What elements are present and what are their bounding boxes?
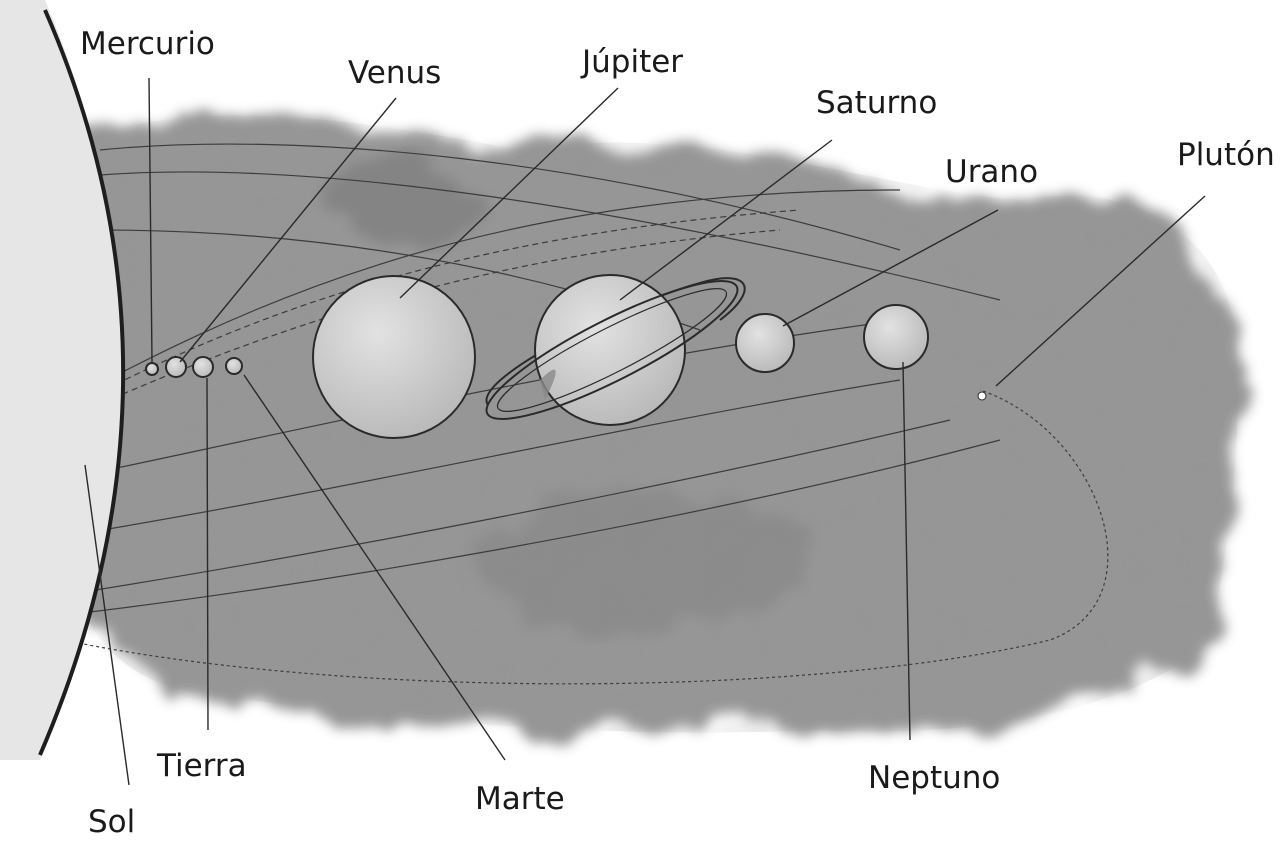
venus-planet <box>166 357 186 377</box>
uranus-planet <box>736 314 794 372</box>
space-background <box>60 115 1238 732</box>
label-uranus: Urano <box>945 154 1038 190</box>
pluto-planet <box>978 392 986 400</box>
label-saturn: Saturno <box>816 85 937 121</box>
label-earth: Tierra <box>156 748 247 784</box>
label-pluto: Plutón <box>1177 137 1275 173</box>
label-mars: Marte <box>475 781 565 817</box>
label-venus: Venus <box>348 55 441 91</box>
label-sun: Sol <box>88 804 135 840</box>
mercury-planet <box>146 363 158 375</box>
mars-planet <box>226 358 242 374</box>
label-jupiter: Júpiter <box>580 44 683 80</box>
label-neptune: Neptuno <box>868 760 1000 796</box>
label-mercury: Mercurio <box>80 26 215 62</box>
sun <box>0 0 123 760</box>
neptune-planet <box>864 305 928 369</box>
jupiter-planet <box>313 276 475 438</box>
earth-planet <box>193 357 213 377</box>
